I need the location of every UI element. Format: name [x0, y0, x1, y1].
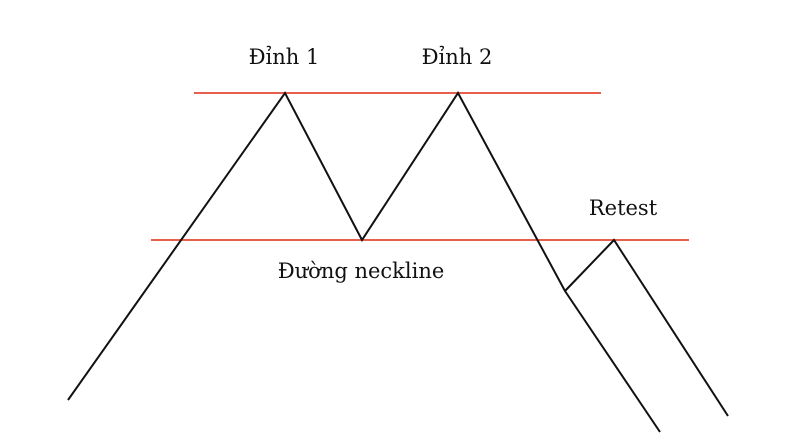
peak-2-label: Đỉnh 2	[422, 45, 493, 69]
retest-label: Retest	[589, 196, 658, 220]
retest-path	[564, 238, 729, 417]
peak-1-label: Đỉnh 1	[249, 45, 320, 69]
neckline-label: Đường neckline	[278, 259, 445, 283]
price-path	[67, 91, 661, 433]
